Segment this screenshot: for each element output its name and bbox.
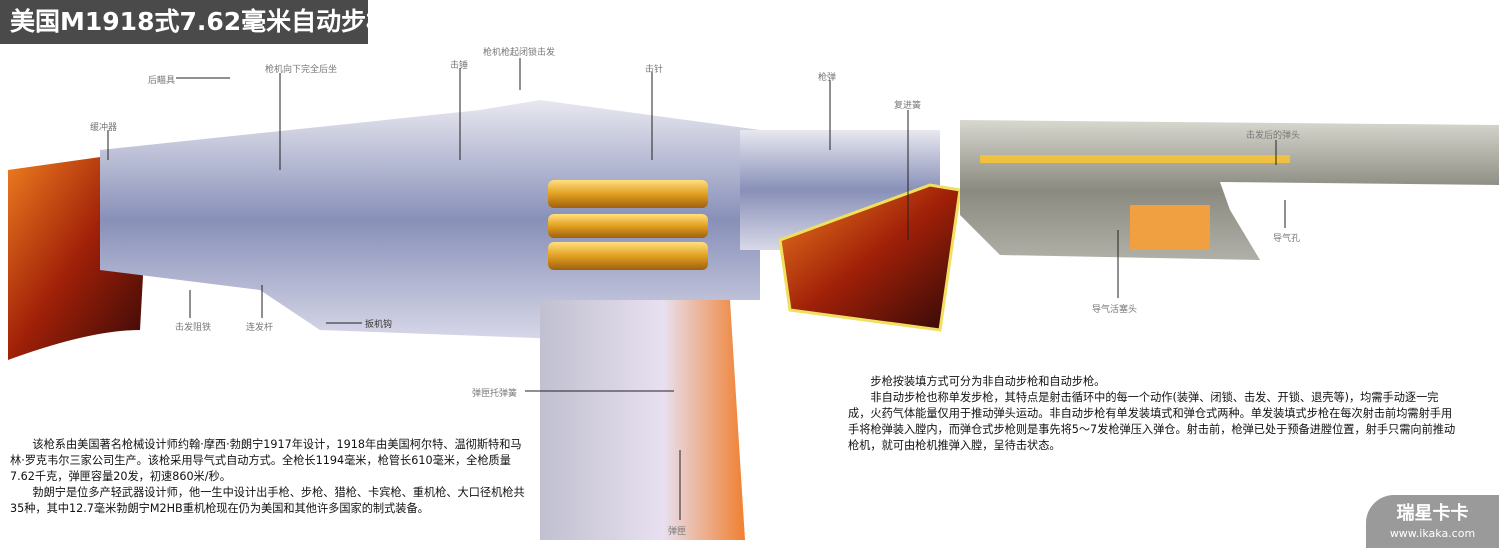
- watermark-url: www.ikaka.com: [1389, 527, 1476, 540]
- label-firing-pin: 击针: [645, 65, 664, 75]
- label-gas-port: 导气孔: [1273, 234, 1301, 244]
- paragraph: 步枪按装填方式可分为非自动步枪和自动步枪。: [870, 375, 1106, 388]
- description-left: 该枪系由美国著名枪械设计师约翰·摩西·勃朗宁1917年设计，1918年由美国柯尔…: [10, 437, 530, 517]
- label-magazine: 弹匣: [668, 527, 687, 537]
- label-mag-spring: 弹匣托弹簧: [472, 389, 518, 399]
- watermark-logo: 瑞星卡卡 www.ikaka.com: [1366, 495, 1499, 548]
- label-trigger: 扳机钩: [365, 320, 393, 330]
- handguard: [778, 183, 962, 332]
- description-right: 步枪按装填方式可分为非自动步枪和自动步枪。 非自动步枪也称单发步枪，其特点是射击…: [848, 374, 1458, 454]
- label-gas-piston: 导气活塞头: [1092, 305, 1138, 315]
- label-bolt-lock: 枪机枪起闭锁击发: [483, 48, 556, 58]
- label-sear: 击发阻铁: [175, 323, 212, 333]
- label-recoil-spring: 复进簧: [894, 101, 922, 111]
- magazine: [540, 300, 745, 540]
- page-title: 美国M1918式7.62毫米自动步枪: [0, 0, 391, 44]
- label-fired-bullet: 击发后的弹头: [1246, 131, 1301, 141]
- label-buffer: 缓冲器: [90, 123, 118, 133]
- watermark-name: 瑞星卡卡: [1396, 503, 1469, 524]
- label-cartridge: 枪弹: [818, 73, 837, 83]
- paragraph: 勃朗宁是位多产轻武器设计师，他一生中设计出手枪、步枪、猎枪、卡宾枪、重机枪、大口…: [10, 486, 525, 515]
- paragraph: 该枪系由美国著名枪械设计师约翰·摩西·勃朗宁1917年设计，1918年由美国柯尔…: [10, 438, 522, 483]
- label-rear-sight: 后瞄具: [148, 76, 176, 86]
- label-hammer: 击锤: [450, 61, 469, 71]
- barrel: [960, 120, 1499, 260]
- receiver: [100, 100, 760, 340]
- label-bolt-rear: 枪机向下完全后坐: [265, 65, 338, 75]
- paragraph: 非自动步枪也称单发步枪，其特点是射击循环中的每一个动作(装弹、闭锁、击发、开锁、…: [848, 391, 1456, 452]
- label-connector: 连发杆: [246, 323, 274, 333]
